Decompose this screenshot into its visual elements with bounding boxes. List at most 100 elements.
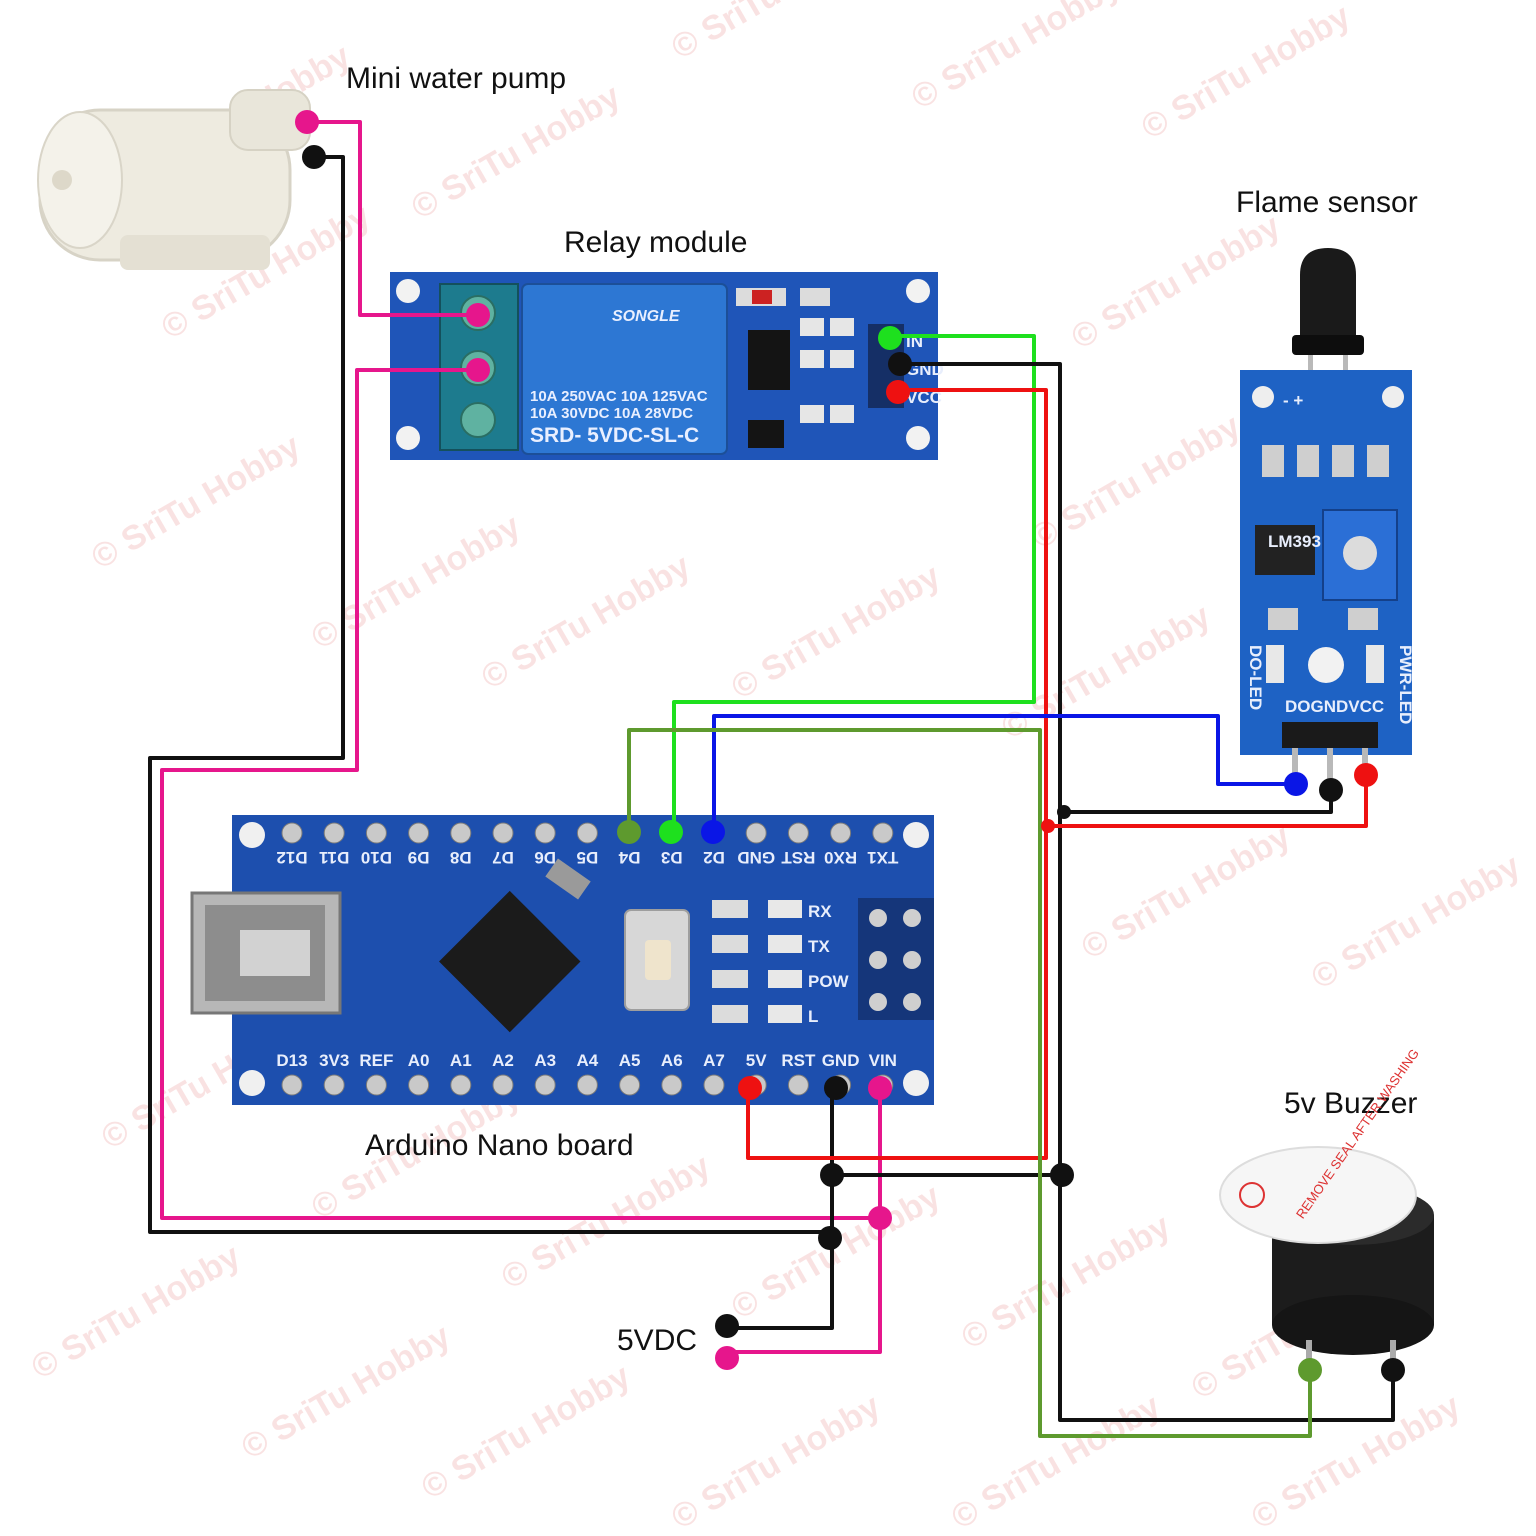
nano-top-pin-label: D4 (618, 848, 640, 867)
wire-black-relay-gnd (900, 362, 1395, 1422)
nano-top-pin-hole (534, 822, 556, 844)
relay-pin-vcc: VCC (906, 388, 942, 407)
supply-label: 5VDC (617, 1324, 697, 1357)
watermark: © SriTu Hobby (1245, 1387, 1467, 1536)
nano-bottom-pin-label: VIN (869, 1051, 897, 1070)
nano-top-pin-hole (576, 822, 598, 844)
wire-blue-flame-d2 (712, 714, 1296, 832)
nano-top-pin-label: RX0 (824, 848, 857, 867)
dot-junction-gnd-2 (1050, 1163, 1074, 1187)
watermark: © SriTu Hobby (1065, 207, 1287, 357)
dot-buzzer-pos (1298, 1358, 1322, 1382)
flame-label: Flame sensor (1236, 186, 1418, 219)
nano-bottom-pin-hole (365, 1074, 387, 1096)
nano-top-pin-hole (450, 822, 472, 844)
watermark: © SriTu Hobby (665, 1387, 887, 1536)
watermark: © SriTu Hobby (25, 1237, 247, 1387)
nano-top-pin-hole (872, 822, 894, 844)
nano-top-pin-hole (830, 822, 852, 844)
nano-bottom-pin-hole (534, 1074, 556, 1096)
flame-top-marks: - + (1283, 391, 1303, 410)
relay-rating-2: 10A 30VDC 10A 28VDC (530, 405, 693, 422)
nano-label: Arduino Nano board (365, 1129, 634, 1162)
nano-top-pin-label: D2 (703, 848, 725, 867)
nano-bottom-pin-hole (576, 1074, 598, 1096)
nano-top-pin-label: D5 (577, 848, 599, 867)
watermark: © SriTu Hobby (665, 0, 887, 67)
dot-junction-pos (868, 1206, 892, 1230)
nano-bottom-pin-hole (619, 1074, 641, 1096)
nano-led-tx: TX (808, 937, 830, 956)
nano-bottom-pin-label: A6 (661, 1051, 683, 1070)
nano-bottom-pin-hole (787, 1074, 809, 1096)
watermark: © SriTu Hobby (305, 507, 527, 657)
dot-nano-d2 (701, 820, 725, 844)
nano-top-pin-label: D3 (661, 848, 683, 867)
dot-buzzer-neg (1381, 1358, 1405, 1382)
nano-top-pin-label: D8 (450, 848, 472, 867)
nano-led-rx: RX (808, 902, 832, 921)
flame-sensor: - + LM393 DOGNDVCC DO-LED PWR-LED (1240, 248, 1415, 782)
relay-model: SRD- 5VDC-SL-C (530, 424, 699, 447)
dot-flame-do (1284, 772, 1308, 796)
nano-top-pin-hole (365, 822, 387, 844)
dot-nano-d3 (659, 820, 683, 844)
nano-bottom-pin-hole (492, 1074, 514, 1096)
nano-top-pin-hole (492, 822, 514, 844)
buzzer-label: 5v Buzzer (1284, 1087, 1417, 1120)
wires (148, 120, 1395, 1438)
nano-bottom-pin-label: D13 (276, 1051, 307, 1070)
nano-bottom-pin-hole (323, 1074, 345, 1096)
nano-bottom-pin-hole (408, 1074, 430, 1096)
watermark: © SriTu Hobby (405, 77, 627, 227)
nano-bottom-pin-label: A4 (577, 1051, 599, 1070)
wire-red-flame-vcc (1048, 775, 1368, 828)
nano-top-pin-hole (787, 822, 809, 844)
watermark: © SriTu Hobby (945, 1387, 1167, 1536)
nano-led-l: L (808, 1007, 818, 1026)
watermark: © SriTu Hobby (475, 547, 697, 697)
watermark: © SriTu Hobby (235, 1317, 457, 1467)
nano-bottom-pin-label: A5 (619, 1051, 641, 1070)
nano-top-pin-label: D10 (361, 848, 392, 867)
dot-relay-in (878, 326, 902, 350)
dot-junction-gnd-3 (818, 1226, 842, 1250)
dot-nano-vin (868, 1076, 892, 1100)
dot-relay-vcc (886, 380, 910, 404)
relay-brand: SONGLE (612, 308, 681, 325)
dot-relay-com (466, 303, 490, 327)
dot-supply-pos (715, 1346, 739, 1370)
nano-bottom-pin-label: A3 (534, 1051, 556, 1070)
nano-bottom-pin-label: A2 (492, 1051, 514, 1070)
dot-relay-no (466, 358, 490, 382)
watermark: © SriTu Hobby (1305, 847, 1527, 997)
dot-relay-gnd (888, 352, 912, 376)
relay-rating-1: 10A 250VAC 10A 125VAC (530, 388, 708, 405)
nano-led-pow: POW (808, 972, 850, 991)
dot-junction-gnd-4 (1057, 805, 1071, 819)
nano-top-pin-label: TX1 (867, 848, 898, 867)
nano-bottom-pin-hole (450, 1074, 472, 1096)
nano-top-pin-label: GND (737, 848, 775, 867)
wire-green-relay-d3 (672, 334, 1036, 832)
nano-top-pin-hole (408, 822, 430, 844)
dot-flame-vcc (1354, 763, 1378, 787)
watermark: © SriTu Hobby (1135, 0, 1357, 147)
dot-pump-neg (302, 145, 326, 169)
watermark: © SriTu Hobby (85, 427, 307, 577)
nano-top-pin-hole (281, 822, 303, 844)
watermark: © SriTu Hobby (905, 0, 1127, 117)
dot-supply-neg (715, 1314, 739, 1338)
watermark: © SriTu Hobby (415, 1357, 637, 1507)
nano-top-pin-hole (323, 822, 345, 844)
watermark: © SriTu Hobby (725, 557, 947, 707)
nano-bottom-pin-label: 5V (746, 1051, 767, 1070)
relay-label: Relay module (564, 226, 747, 259)
dot-nano-gnd (824, 1076, 848, 1100)
wire-pink-pump-relay (307, 120, 478, 317)
nano-top-pin-label: D6 (534, 848, 556, 867)
dot-pump-pos (295, 110, 319, 134)
nano-bottom-pin-label: A7 (703, 1051, 725, 1070)
